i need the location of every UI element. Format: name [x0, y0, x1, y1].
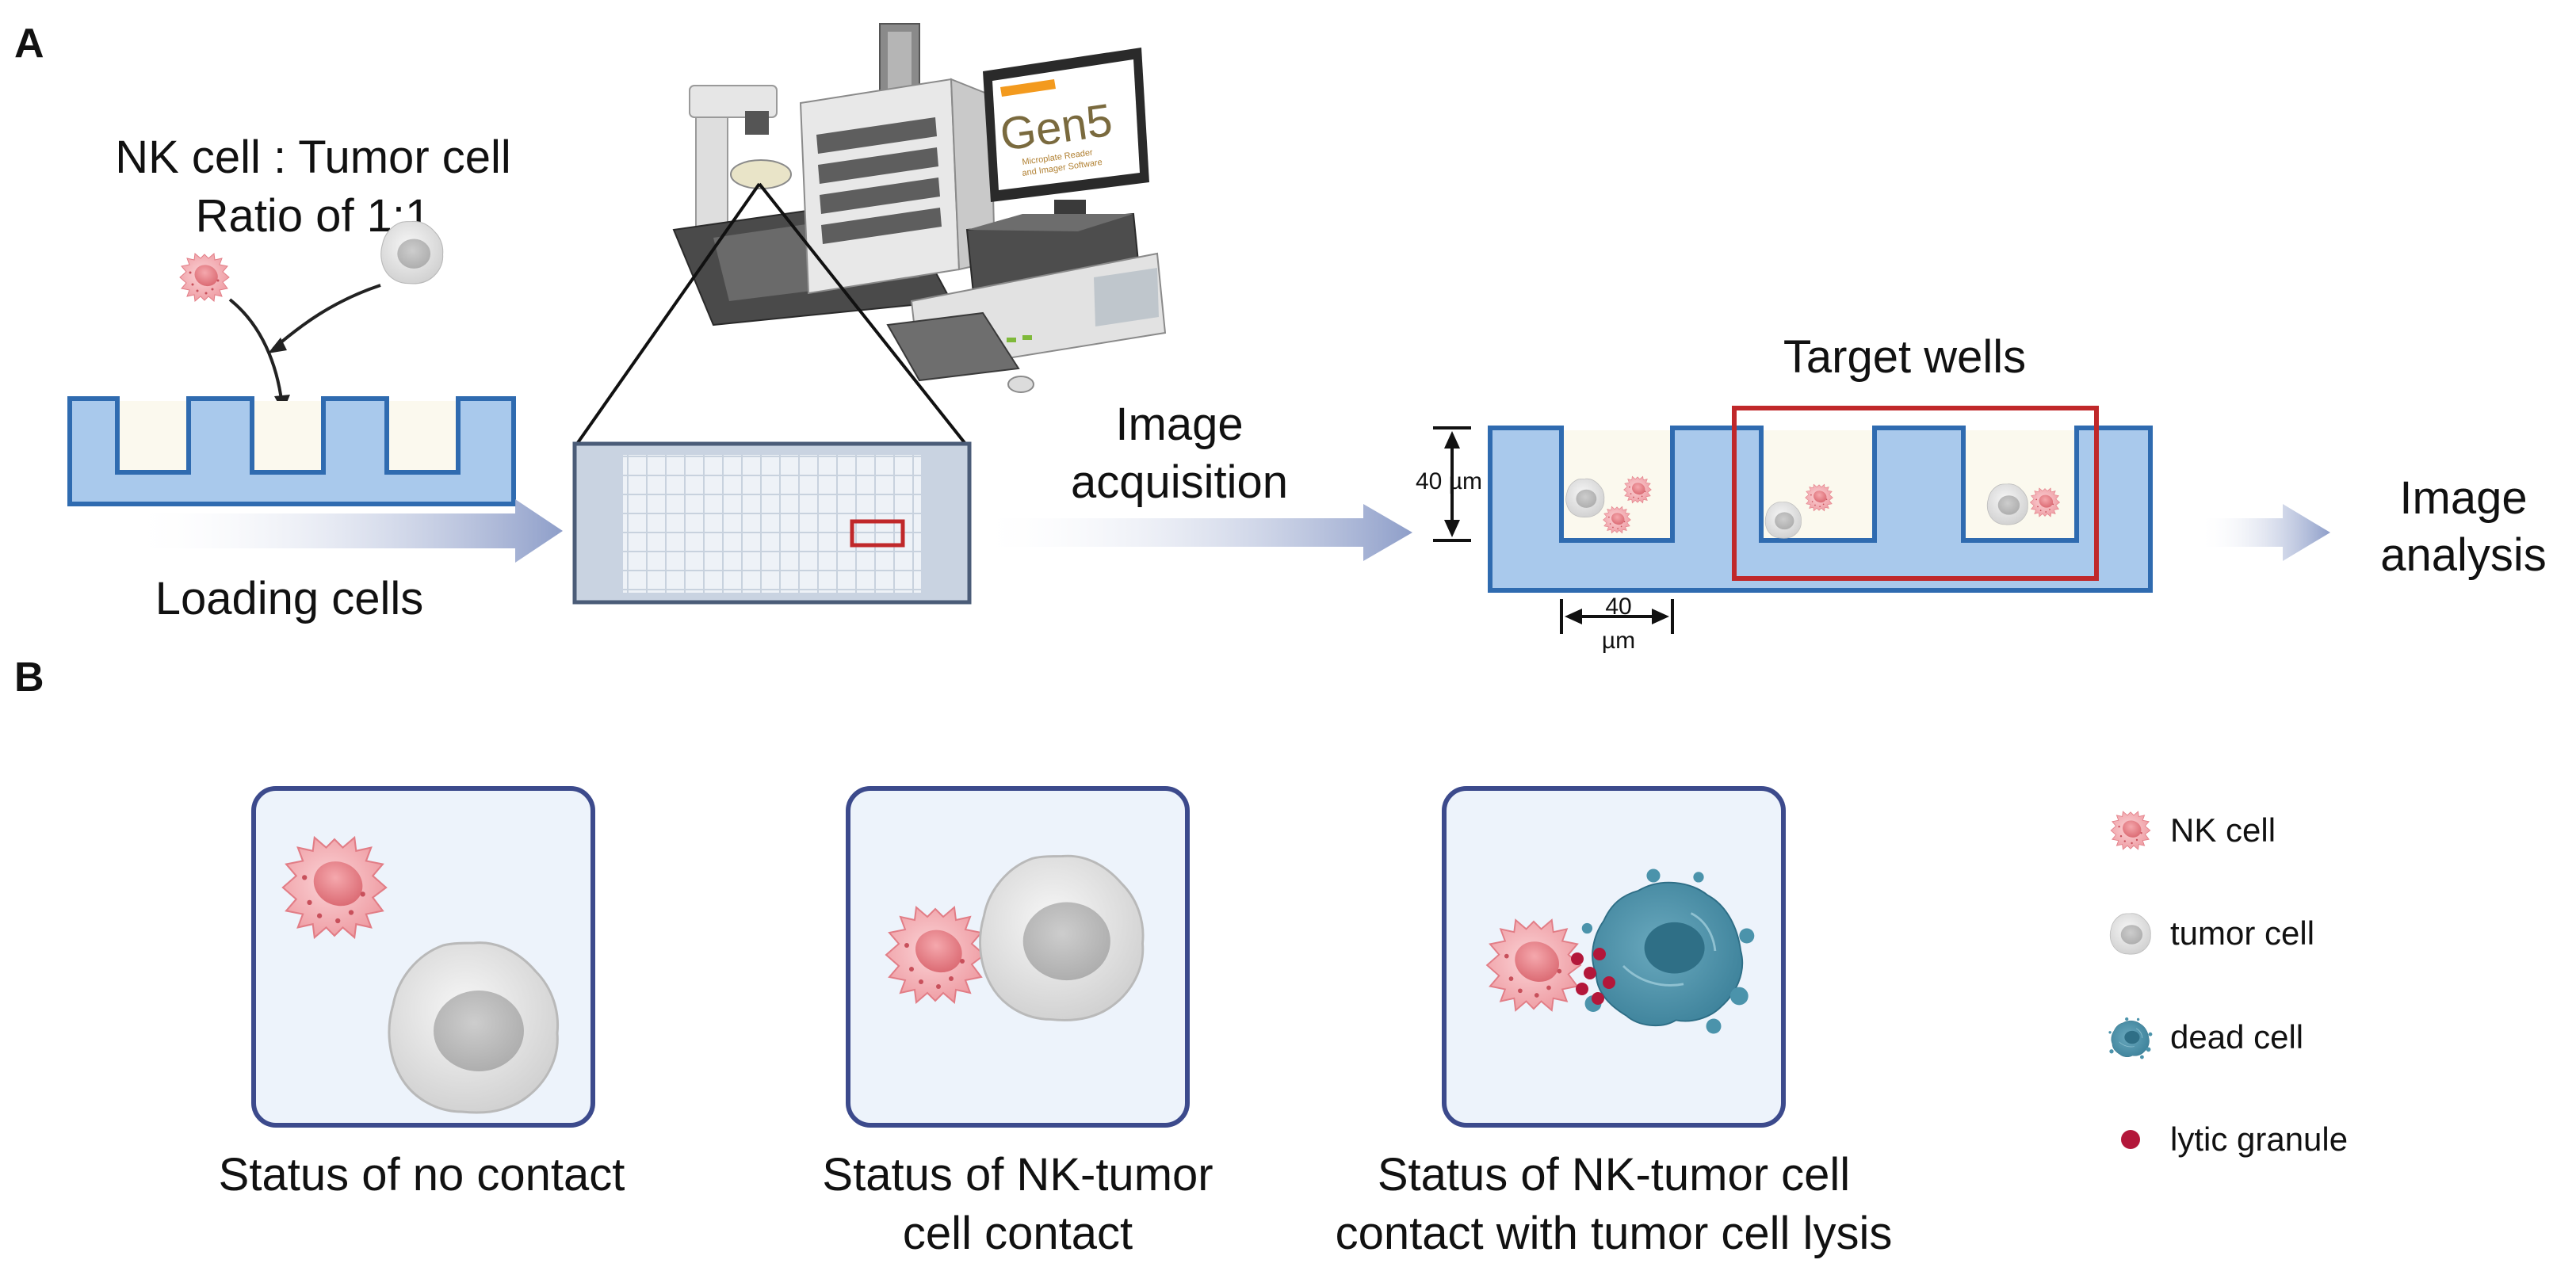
zoom-line-left: [575, 182, 761, 445]
loading-tumor-cell: [380, 220, 444, 284]
analysis-label-line1: Image: [2399, 472, 2527, 524]
loading-arrow-nk: [228, 298, 284, 407]
target-wells-label: Target wells: [1783, 331, 2026, 383]
legend-nk-cell-label: NK cell: [2170, 811, 2276, 849]
loading-cells-label: Loading cells: [155, 573, 424, 624]
well-plate: [572, 441, 972, 605]
zoom-line-right: [758, 182, 967, 445]
width-dimension: [1560, 599, 1674, 634]
target-wells-box: [1732, 406, 2099, 581]
width-dimension-label-line1: 40: [1605, 594, 1631, 620]
well2-tumor-cell: [1764, 502, 1802, 539]
well1-tumor-cell: [1565, 478, 1605, 518]
loading-well-strip: [67, 396, 516, 506]
legend-lytic-granule-label: lytic granule: [2170, 1120, 2348, 1158]
box2-tumor-cell: [979, 854, 1145, 1021]
plate-target-region: [850, 519, 905, 548]
legend-dead-cell-label: dead cell: [2170, 1018, 2303, 1056]
well3-tumor-cell: [1986, 483, 2028, 525]
height-dimension: [1433, 426, 1471, 542]
box1-tumor-cell: [388, 941, 560, 1114]
acquisition-label-line2: acquisition: [1071, 456, 1288, 508]
legend-lytic-granule-icon: [2121, 1130, 2140, 1149]
legend: NK cell tumor cell dead cell lytic granu…: [2108, 811, 2348, 1158]
status-label-lysis-line2: contact with tumor cell lysis: [1336, 1208, 1893, 1259]
width-dimension-label-line2: µm: [1602, 628, 1635, 654]
loading-flow-arrow: [127, 499, 563, 563]
legend-tumor-cell-label: tumor cell: [2170, 914, 2314, 952]
loading-nk-cell: [179, 253, 230, 302]
analysis-label-line2: analysis: [2380, 529, 2547, 581]
panel-b-letter: B: [14, 655, 44, 700]
status-label-lysis-line1: Status of NK-tumor cell: [1378, 1149, 1850, 1201]
acquisition-label-line1: Image: [1115, 399, 1243, 450]
analysis-flow-arrow: [2200, 504, 2330, 561]
loading-arrow-tumor: [272, 284, 381, 350]
height-dimension-label: 40 µm: [1416, 468, 1482, 494]
box3-lytic-granules: [1571, 948, 1615, 1005]
loading-arrow-tumor-head: [268, 338, 287, 353]
ratio-label-line1: NK cell : Tumor cell: [115, 132, 511, 183]
status-label-no-contact: Status of no contact: [219, 1149, 625, 1201]
status-label-contact-line2: cell contact: [903, 1208, 1133, 1259]
acquisition-flow-arrow: [975, 504, 1412, 561]
imaging-instrument: Gen5 Microplate Reader and Imager Softwa…: [672, 23, 1167, 393]
legend-nk-cell-icon: [2110, 811, 2151, 850]
status-label-contact-line1: Status of NK-tumor: [822, 1149, 1213, 1201]
legend-dead-cell-icon: [2108, 1017, 2153, 1059]
panel-a-letter: A: [14, 21, 44, 67]
legend-tumor-cell-icon: [2109, 913, 2151, 955]
